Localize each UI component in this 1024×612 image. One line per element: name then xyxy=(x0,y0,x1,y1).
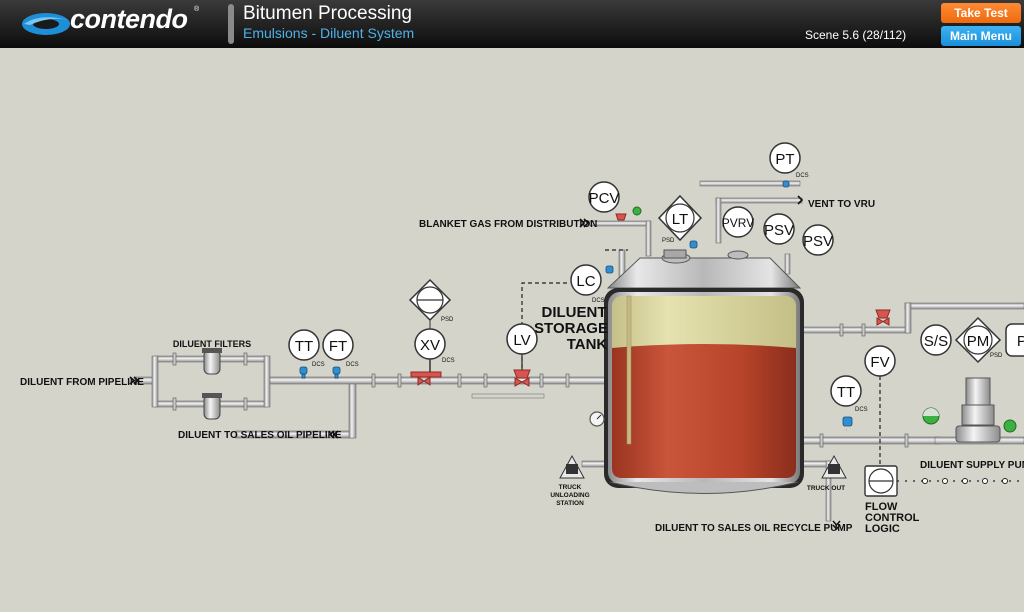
truck-out-connection[interactable] xyxy=(821,454,847,479)
ft-label: FT xyxy=(329,338,347,355)
contendo-logo-icon xyxy=(22,13,70,35)
vent-to-vru-label: VENT TO VRU xyxy=(808,199,875,210)
logo-registered-mark: ® xyxy=(194,6,200,13)
pi-label: PI xyxy=(1017,333,1024,350)
fv-bubble[interactable] xyxy=(864,345,896,377)
pm-psd-tag: PSD xyxy=(990,353,1003,359)
xv-psd-tag: PSD xyxy=(441,317,454,323)
ft-dcs-tag: DCS xyxy=(346,362,359,368)
xv-label: XV xyxy=(420,337,440,354)
pt-label: PT xyxy=(775,151,794,168)
tt1-bubble[interactable] xyxy=(288,329,320,361)
ft-bubble[interactable] xyxy=(322,329,354,361)
diluent-storage-tank[interactable] xyxy=(604,249,804,494)
main-menu-button[interactable]: Main Menu xyxy=(941,26,1021,46)
signal-dots xyxy=(922,478,1008,484)
pipes-vertical xyxy=(151,197,912,522)
diluent-from-pipeline-label: DILUENT FROM PIPELINE xyxy=(20,377,144,388)
pcv-bubble[interactable] xyxy=(588,181,620,213)
status-indicators xyxy=(922,407,1017,433)
page-title: Bitumen Processing xyxy=(243,3,412,24)
tt2-bubble[interactable] xyxy=(830,375,862,407)
instrument-bubbles xyxy=(288,142,952,407)
lt-label: LT xyxy=(672,211,688,228)
lc-label: LC xyxy=(576,273,595,290)
xv-dcs-tag: DCS xyxy=(442,358,455,364)
pcv-label: PCV xyxy=(589,190,620,207)
psv2-label: PSV xyxy=(803,233,833,250)
diluent-supply-pump[interactable] xyxy=(955,377,1001,443)
truck-out-label: TRUCK OUT xyxy=(807,485,845,492)
flow-control-label-2: CONTROL xyxy=(865,512,920,524)
tt1-label: TT xyxy=(295,338,313,355)
ss-bubble[interactable] xyxy=(920,324,952,356)
lc-dcs-tag: DCS xyxy=(592,298,605,304)
control-valve-right[interactable] xyxy=(875,309,891,326)
pvrv-label: PVRV xyxy=(722,216,754,230)
system-tags: DCS DCS DCS DCS PSD DCS DCS PSD xyxy=(312,173,1003,413)
tt2-dcs-tag: DCS xyxy=(855,407,868,413)
transmitter-icons xyxy=(299,180,853,427)
lv-valve[interactable] xyxy=(513,352,531,387)
flow-arrow-icon xyxy=(129,376,140,385)
pi-square[interactable] xyxy=(1005,323,1024,357)
flow-control-logic-block[interactable] xyxy=(864,465,898,497)
diluent-filters[interactable] xyxy=(202,348,222,420)
lc-bubble[interactable] xyxy=(570,264,602,296)
psv1-label: PSV xyxy=(764,222,794,239)
pm-diamond[interactable] xyxy=(954,316,1002,364)
fv-label: FV xyxy=(870,354,889,371)
pt-dcs-tag: DCS xyxy=(796,173,809,179)
flow-control-label-3: LOGIC xyxy=(865,523,900,535)
psv1-bubble[interactable] xyxy=(763,213,795,245)
title-separator xyxy=(228,4,234,44)
instrument-labels: TT FT XV LV LC PCV LT PT PVRV PSV PSV TT… xyxy=(295,151,1024,401)
page-subtitle: Emulsions - Diluent System xyxy=(243,25,415,41)
diluent-filters-label: DILUENT FILTERS xyxy=(173,339,251,349)
pvrv-bubble[interactable] xyxy=(722,206,754,238)
pcv-valve[interactable] xyxy=(615,206,642,221)
ss-label: S/S xyxy=(924,333,948,350)
pt-bubble[interactable] xyxy=(769,142,801,174)
truck-unloading-connection[interactable] xyxy=(559,454,585,479)
lt-diamond[interactable] xyxy=(657,194,703,242)
tank-label-line3: TANK xyxy=(567,336,608,353)
logo-text: contendo xyxy=(70,4,188,34)
take-test-button[interactable]: Take Test xyxy=(941,3,1021,23)
flow-arrow-icon xyxy=(832,520,841,531)
pipe-flanges xyxy=(172,323,909,448)
flow-arrow-icon xyxy=(797,195,804,205)
pressure-gauge-icon xyxy=(589,411,605,427)
recycle-pump-label: DILUENT TO SALES OIL RECYCLE PUMP xyxy=(655,523,853,534)
tt2-label: TT xyxy=(837,384,855,401)
tank-label-line1: DILUENT xyxy=(542,304,607,321)
tt1-dcs-tag: DCS xyxy=(312,362,325,368)
diluent-to-sales-oil-pipeline-label: DILUENT TO SALES OIL PIPELINE xyxy=(178,430,342,441)
psv2-bubble[interactable] xyxy=(802,224,834,256)
xv-bubble[interactable] xyxy=(414,328,446,360)
pm-label: PM xyxy=(967,333,990,350)
flow-arrow-icon xyxy=(579,218,590,228)
pid-diagram: DILUENT FILTERS DILUENT FROM PIPELINE DI… xyxy=(20,142,1024,535)
truck-unloading-label-3: STATION xyxy=(556,500,584,507)
scene-counter: Scene 5.6 (28/112) xyxy=(805,28,907,42)
flow-control-label-1: FLOW xyxy=(865,501,898,513)
lt-psd-tag: PSD xyxy=(662,238,675,244)
diluent-supply-pump-label: DILUENT SUPPLY PUMP xyxy=(920,460,1024,471)
lv-bubble[interactable] xyxy=(506,323,538,355)
truck-unloading-label-2: UNLOADING xyxy=(550,492,589,499)
xv-psd-diamond[interactable] xyxy=(408,278,452,330)
tank-label-line2: STORAGE xyxy=(534,320,608,337)
truck-unloading-label-1: TRUCK xyxy=(559,484,582,491)
flow-arrow-icon xyxy=(328,430,339,439)
header-bar: contendo ® Bitumen Processing Emulsions … xyxy=(0,0,1024,48)
lv-label: LV xyxy=(513,332,530,349)
blanket-gas-label: BLANKET GAS FROM DISTRIBUTION xyxy=(419,219,597,230)
